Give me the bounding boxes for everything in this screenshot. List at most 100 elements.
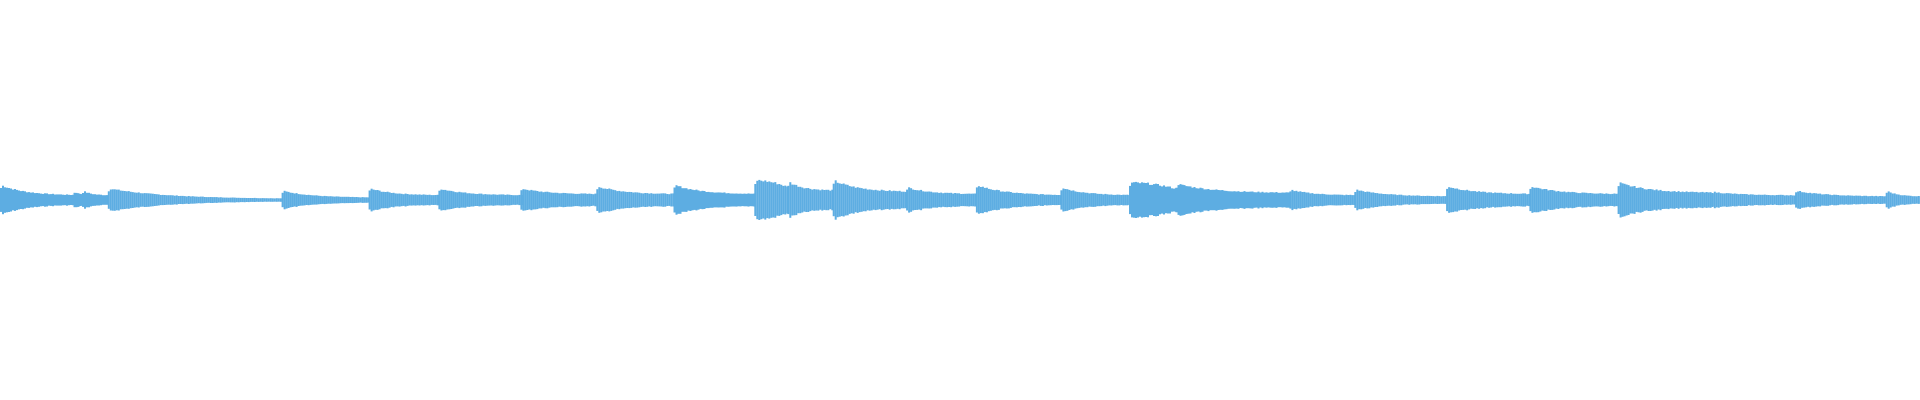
waveform-bar xyxy=(660,193,663,207)
waveform-bar xyxy=(654,193,657,207)
waveform-bar xyxy=(1217,190,1220,210)
waveform-bar xyxy=(1112,194,1115,206)
waveform-bar xyxy=(568,193,571,207)
waveform-bar xyxy=(496,194,499,206)
waveform-bar xyxy=(295,193,298,207)
waveform-bar xyxy=(157,194,160,206)
waveform-bar xyxy=(1731,193,1734,207)
waveform-bar xyxy=(638,192,641,208)
waveform-bar xyxy=(1438,196,1441,204)
waveform-bar xyxy=(1211,189,1214,211)
waveform-bar xyxy=(1649,189,1652,211)
waveform-bar xyxy=(1398,194,1401,206)
waveform-bar xyxy=(1747,194,1750,206)
waveform-bar xyxy=(1161,186,1163,214)
waveform-bar xyxy=(357,197,360,203)
waveform-bar xyxy=(329,196,332,204)
waveform-bar xyxy=(1861,196,1864,204)
waveform-bar xyxy=(1436,195,1439,204)
waveform-bar xyxy=(618,190,621,210)
waveform-bar xyxy=(1553,190,1556,210)
waveform-bar xyxy=(960,194,963,207)
waveform-bar xyxy=(542,192,545,208)
waveform-bar xyxy=(981,186,984,214)
waveform-bar xyxy=(578,193,581,207)
waveform-bar xyxy=(1701,191,1704,209)
waveform-bar xyxy=(1857,195,1860,205)
waveform-bar xyxy=(770,182,773,218)
waveform-bar xyxy=(177,196,180,204)
waveform-bar xyxy=(231,197,234,203)
waveform-bar xyxy=(554,192,557,208)
waveform-bar xyxy=(1883,196,1886,204)
waveform-bar xyxy=(1607,193,1610,207)
waveform-bar xyxy=(677,186,680,214)
waveform-bar xyxy=(1410,195,1413,205)
waveform-bar xyxy=(1751,194,1754,206)
waveform-bar xyxy=(1541,189,1544,211)
waveform-bar xyxy=(1869,196,1872,204)
waveform-bar xyxy=(868,189,871,211)
waveform-bar xyxy=(458,191,461,209)
waveform-bar xyxy=(1239,191,1242,208)
waveform-bar xyxy=(1341,194,1344,206)
waveform-bar xyxy=(1193,187,1196,213)
waveform-bar xyxy=(1039,194,1042,206)
waveform-bar xyxy=(392,192,395,208)
waveform-bar xyxy=(666,194,669,206)
waveform-bar xyxy=(209,197,212,203)
waveform-bar xyxy=(1563,191,1566,209)
waveform-bar xyxy=(934,192,937,208)
waveform-bar xyxy=(359,197,362,203)
waveform-bar xyxy=(1567,191,1570,209)
waveform-bar xyxy=(1374,193,1377,207)
waveform-bar xyxy=(1007,191,1010,209)
waveform-bar xyxy=(1259,192,1262,208)
waveform-bar xyxy=(1283,192,1286,208)
waveform-bar xyxy=(612,189,615,211)
waveform-bar xyxy=(1639,187,1642,213)
waveform-bar xyxy=(586,193,589,207)
waveform-bar xyxy=(1108,194,1111,206)
waveform-bar xyxy=(1157,184,1159,216)
waveform-bar xyxy=(614,190,617,210)
waveform-bar xyxy=(1551,190,1554,210)
waveform-bar xyxy=(1090,193,1093,207)
waveform-bar xyxy=(695,189,698,211)
waveform-bar xyxy=(1474,191,1477,209)
waveform-bar xyxy=(1104,193,1107,207)
waveform-bar xyxy=(506,194,509,206)
waveform-bar xyxy=(852,186,855,214)
waveform-bar xyxy=(731,193,734,207)
waveform-bar xyxy=(926,191,929,209)
waveform-bar xyxy=(952,193,955,207)
waveform-bar xyxy=(1349,194,1352,206)
waveform-bar xyxy=(139,193,142,207)
waveform-bar xyxy=(1685,191,1688,209)
waveform-bar xyxy=(836,182,839,218)
waveform-bar xyxy=(396,193,399,207)
waveform-bar xyxy=(936,192,939,208)
waveform-bar xyxy=(44,193,46,207)
waveform-bar xyxy=(88,192,90,208)
waveform-bar xyxy=(1098,193,1101,207)
waveform-bar xyxy=(530,189,533,211)
waveform-bar xyxy=(1739,193,1742,207)
waveform-bar xyxy=(1366,191,1369,209)
waveform-bar xyxy=(90,193,92,207)
waveform-bar xyxy=(906,189,909,211)
waveform-bar xyxy=(1597,193,1600,207)
waveform-bar xyxy=(928,191,931,209)
waveform-bar xyxy=(737,193,740,207)
waveform-bar xyxy=(1074,191,1077,209)
waveform-bar xyxy=(1549,190,1552,210)
waveform-bar xyxy=(558,193,561,207)
waveform-bar xyxy=(518,194,521,206)
waveform-bar xyxy=(1524,193,1527,207)
waveform-bar xyxy=(1522,193,1525,207)
waveform-bar xyxy=(942,193,945,207)
waveform-bar xyxy=(1444,196,1447,204)
waveform-bar xyxy=(1181,184,1184,216)
